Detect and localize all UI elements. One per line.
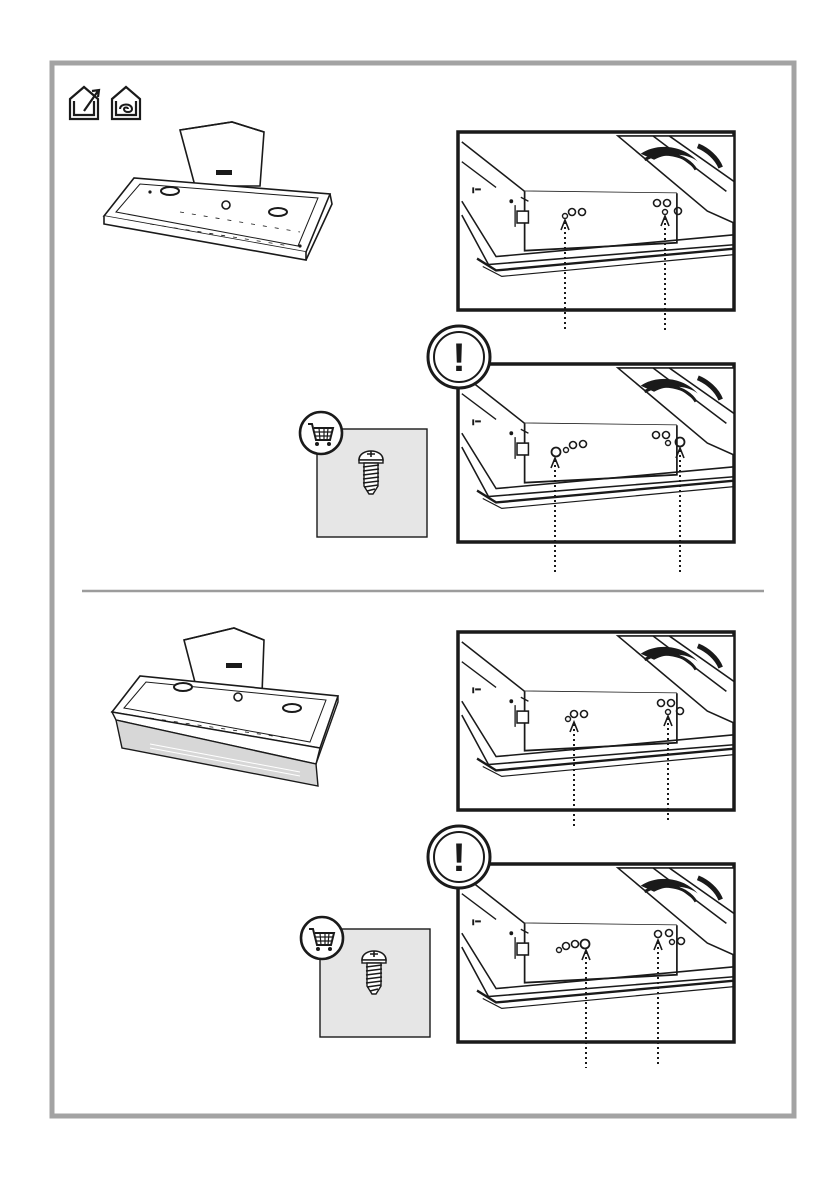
detail-standard-holes: [458, 632, 734, 810]
screw-accessory-panel: [301, 917, 430, 1037]
warning-badge: !: [428, 826, 490, 888]
warning-badge: !: [428, 326, 490, 388]
warning-symbol: !: [452, 836, 465, 880]
warning-symbol: !: [452, 336, 465, 380]
screw-accessory-panel: [300, 412, 427, 537]
shopping-cart-icon: [300, 412, 342, 454]
detail-alternate-holes: [458, 864, 734, 1042]
shopping-cart-icon: [301, 917, 343, 959]
detail-standard-holes: [458, 132, 734, 310]
detail-alternate-holes: [458, 364, 734, 542]
